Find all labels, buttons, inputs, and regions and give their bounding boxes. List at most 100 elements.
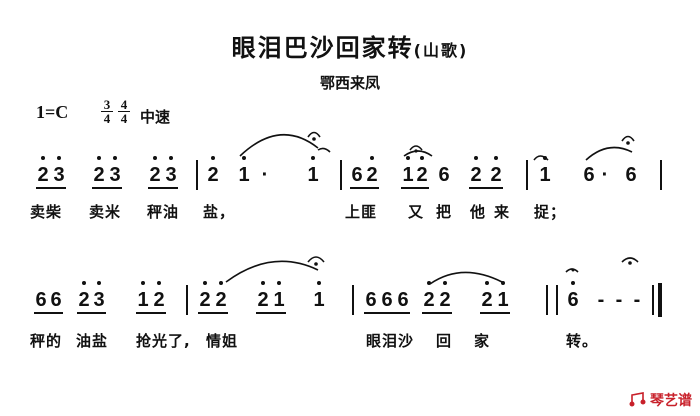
high-octave-dot <box>261 281 265 285</box>
note: 2 <box>366 164 378 186</box>
high-octave-dot <box>277 281 281 285</box>
eighth-beam <box>480 312 510 314</box>
song-origin: 鄂西来凤 <box>319 74 380 92</box>
watermark-text: 琴艺谱 <box>650 393 692 409</box>
note: 6 <box>397 289 409 311</box>
eighth-beam <box>136 312 166 314</box>
eighth-beam <box>92 187 122 189</box>
note: 6 <box>438 164 450 186</box>
lyric: 捉； <box>534 203 567 221</box>
high-octave-dot <box>141 281 145 285</box>
fermata-dot <box>314 262 318 266</box>
note: 1 <box>307 164 319 186</box>
note: 6 <box>625 164 637 186</box>
high-octave-dot <box>501 281 505 285</box>
time-signature-2: 4 4 <box>118 98 130 125</box>
note: 2 <box>199 289 211 311</box>
note: 2 <box>149 164 161 186</box>
note: 3 <box>93 289 105 311</box>
time-sig-2-bottom: 4 <box>120 111 128 126</box>
eighth-beam <box>77 312 106 314</box>
note: 6 <box>351 164 363 186</box>
slur <box>403 150 433 157</box>
time-sig-1-bottom: 4 <box>103 111 111 126</box>
note: 2 <box>207 164 219 186</box>
lyric: 他 <box>470 203 487 221</box>
time-sig-1-top: 3 <box>101 98 113 112</box>
high-octave-dot <box>113 156 117 160</box>
high-octave-dot <box>41 156 45 160</box>
eighth-beam <box>34 312 63 314</box>
lyric: 情姐 <box>206 332 239 350</box>
eighth-beam <box>364 312 410 314</box>
slur <box>429 271 503 285</box>
note: · <box>601 164 609 186</box>
eighth-beam <box>401 187 429 189</box>
watermark-logo: 琴艺谱 <box>629 390 692 410</box>
high-octave-dot <box>571 281 575 285</box>
note: - <box>615 289 623 311</box>
eighth-beam <box>422 312 452 314</box>
high-octave-dot <box>211 156 215 160</box>
note: 2 <box>481 289 493 311</box>
high-octave-dot <box>203 281 207 285</box>
eighth-beam <box>256 312 286 314</box>
high-octave-dot <box>370 156 374 160</box>
high-octave-dot <box>494 156 498 160</box>
music-note-icon <box>629 392 646 407</box>
fermata-arc <box>307 256 325 263</box>
title-main: 眼泪巴沙回家转 <box>231 34 414 62</box>
high-octave-dot <box>420 156 424 160</box>
high-octave-dot <box>153 156 157 160</box>
bar-line <box>546 285 548 315</box>
high-octave-dot <box>474 156 478 160</box>
note: 2 <box>439 289 451 311</box>
high-octave-dot <box>317 281 321 285</box>
note: 2 <box>215 289 227 311</box>
high-octave-dot <box>485 281 489 285</box>
high-octave-dot <box>169 156 173 160</box>
time-signature-1: 3 4 <box>101 98 113 125</box>
note: 6 <box>381 289 393 311</box>
bar-line <box>526 160 528 190</box>
note: 3 <box>53 164 65 186</box>
note: 1 <box>273 289 285 311</box>
lyric: 转。 <box>566 332 599 350</box>
high-octave-dot <box>311 156 315 160</box>
title-suffix: (山歌) <box>413 41 469 60</box>
lyric: 卖米 <box>89 203 122 221</box>
note: 2 <box>257 289 269 311</box>
high-octave-dot <box>443 281 447 285</box>
note: 2 <box>93 164 105 186</box>
lyric: 来 <box>494 203 511 221</box>
note: - <box>633 289 641 311</box>
high-octave-dot <box>82 281 86 285</box>
note: 6 <box>567 289 579 311</box>
high-octave-dot <box>242 156 246 160</box>
fermata-dot <box>628 261 632 265</box>
note: 2 <box>416 164 428 186</box>
note: 6 <box>35 289 47 311</box>
note: 1 <box>238 164 250 186</box>
note: 1 <box>497 289 509 311</box>
bar-line <box>340 160 342 190</box>
note: 1 <box>313 289 325 311</box>
lyric: 卖柴 <box>30 203 63 221</box>
lyric: 回 <box>436 332 453 350</box>
bar-line <box>652 285 654 315</box>
key-signature: 1=C <box>36 102 69 122</box>
slur <box>533 155 549 161</box>
tie <box>317 147 331 153</box>
note: 3 <box>165 164 177 186</box>
high-octave-dot <box>406 156 410 160</box>
bar-line <box>352 285 354 315</box>
high-octave-dot <box>427 281 431 285</box>
lyric: 秤的 <box>30 332 63 350</box>
lyric: 家 <box>474 332 491 350</box>
note: 2 <box>37 164 49 186</box>
note: 1 <box>539 164 551 186</box>
slur <box>225 260 319 283</box>
note: 2 <box>78 289 90 311</box>
lyric: 又 <box>408 203 425 221</box>
note: 1 <box>402 164 414 186</box>
